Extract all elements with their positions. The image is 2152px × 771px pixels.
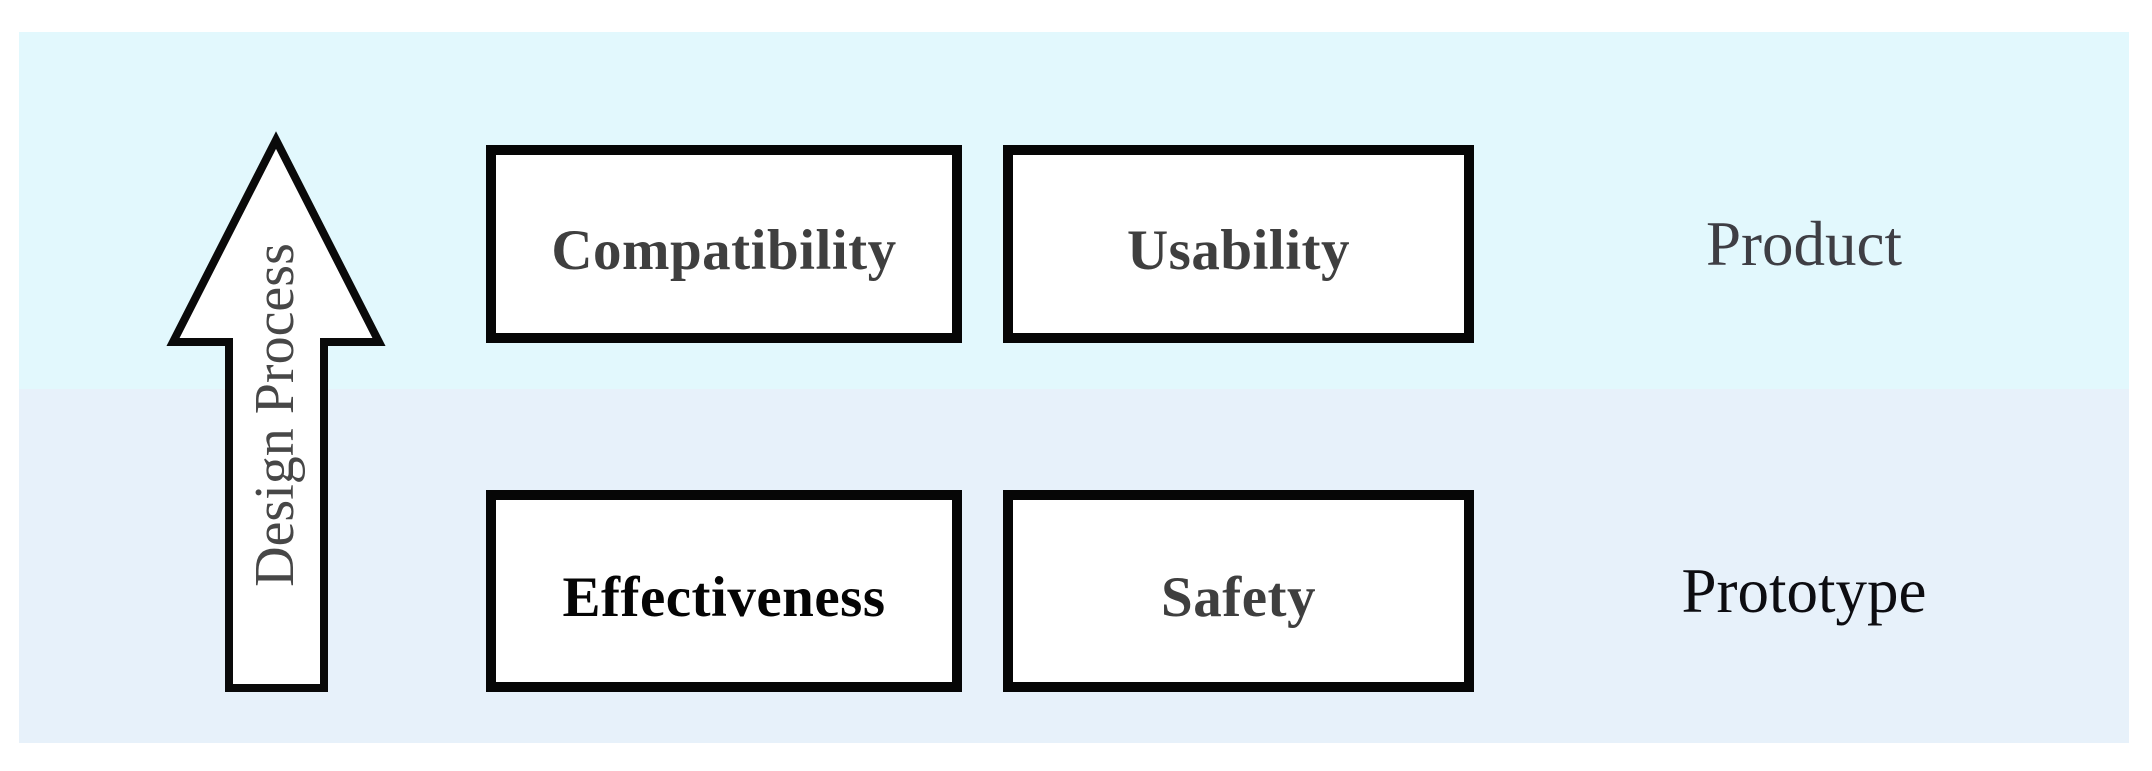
box-usability: Usability — [1003, 145, 1474, 343]
box-compatibility: Compatibility — [486, 145, 962, 343]
box-usability-label: Usability — [1126, 218, 1351, 282]
box-safety: Safety — [1003, 490, 1474, 692]
row-label-prototype: Prototype — [1614, 490, 1994, 692]
box-effectiveness-label: Effectiveness — [562, 565, 886, 629]
background-panel: Design Process Compatibility Usability E… — [19, 32, 2129, 743]
box-effectiveness: Effectiveness — [486, 490, 962, 692]
box-compatibility-label: Compatibility — [551, 218, 897, 282]
product-label: Product — [1706, 208, 1902, 279]
design-process-arrow: Design Process — [166, 131, 386, 692]
prototype-label: Prototype — [1681, 555, 1927, 626]
up-arrow-shape — [166, 131, 386, 692]
row-label-product: Product — [1614, 145, 1994, 343]
arrow-label: Design Process — [244, 243, 306, 587]
box-safety-label: Safety — [1161, 565, 1316, 629]
